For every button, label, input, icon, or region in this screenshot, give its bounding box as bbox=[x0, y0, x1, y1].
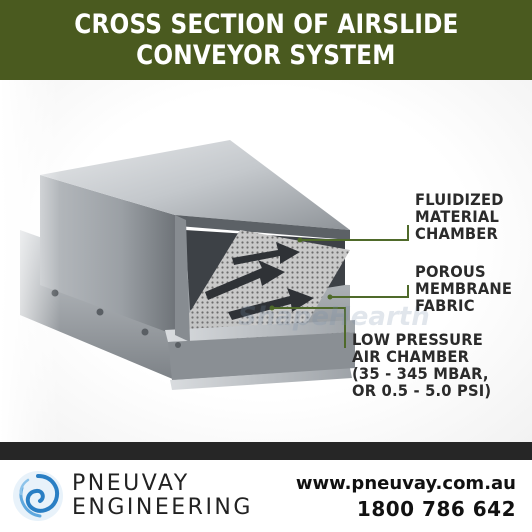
title-line-2: CONVEYOR SYSTEM bbox=[136, 40, 396, 71]
fluidized-material-chamber-label: FLUIDIZED MATERIAL CHAMBER bbox=[415, 190, 504, 243]
brand-line-1: PNEUVAY bbox=[72, 471, 190, 496]
footer-divider bbox=[0, 442, 532, 460]
footer: PNEUVAY ENGINEERING www.pneuvay.com.au 1… bbox=[0, 460, 532, 532]
brand-line-2: ENGINEERING bbox=[72, 495, 253, 520]
conveyor-illustration bbox=[0, 80, 409, 442]
company-name: PNEUVAY ENGINEERING bbox=[72, 472, 253, 520]
title-line-1: CROSS SECTION OF AIRSLIDE bbox=[73, 9, 459, 40]
title-banner: CROSS SECTION OF AIRSLIDE CONVEYOR SYSTE… bbox=[0, 0, 532, 80]
contact-info: www.pneuvay.com.au 1800 786 642 bbox=[296, 472, 516, 522]
porous-membrane-fabric-label: POROUS MEMBRANE FABRIC bbox=[415, 262, 513, 315]
top-lip bbox=[175, 215, 350, 240]
flow-arrows bbox=[205, 242, 314, 320]
airslide-cross-section-diagram: ShapeHearth FLUIDIZED MATERIAL CHAMBER P… bbox=[0, 80, 532, 442]
swirl-logo-icon bbox=[13, 471, 63, 521]
leader-lines bbox=[272, 225, 409, 348]
mid-flange bbox=[165, 320, 355, 342]
bottom-flange bbox=[170, 368, 352, 390]
watermark: ShapeHearth bbox=[238, 302, 430, 332]
lower-front-wall bbox=[168, 332, 355, 380]
front-wall-edge bbox=[175, 215, 190, 342]
upper-chamber-side bbox=[40, 175, 175, 335]
upper-chamber-top bbox=[40, 140, 350, 230]
rivets bbox=[51, 289, 181, 348]
website-link[interactable]: www.pneuvay.com.au bbox=[295, 473, 516, 494]
phone-number[interactable]: 1800 786 642 bbox=[356, 497, 516, 521]
low-pressure-air-chamber-label: LOW PRESSURE AIR CHAMBER (35 - 345 MBAR,… bbox=[352, 330, 492, 400]
